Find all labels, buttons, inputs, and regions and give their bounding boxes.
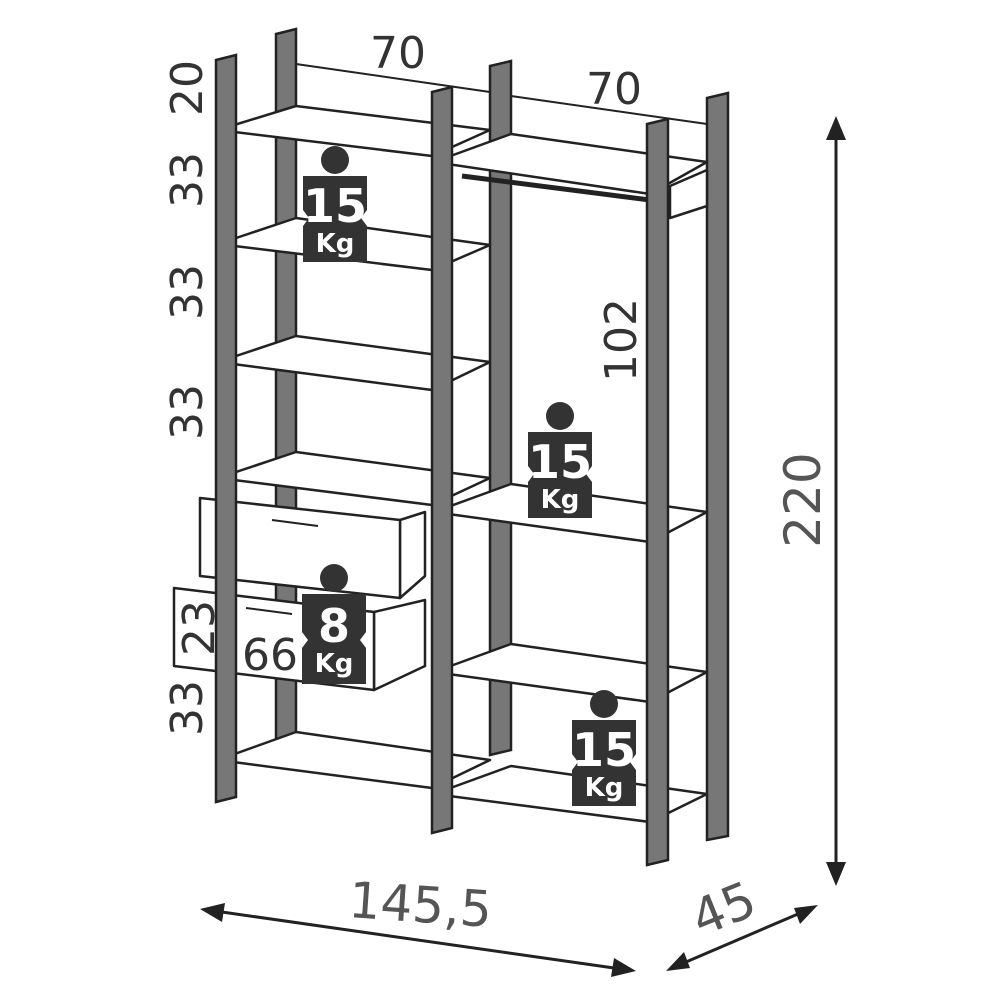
total-height-label: 220: [774, 452, 832, 547]
load-tag-4: 15 Kg: [572, 690, 636, 806]
top-width-right-label: 70: [586, 64, 642, 115]
left-height-2: 33: [162, 152, 213, 208]
drawer-lower-handle: [245, 607, 293, 615]
load-tag-1-unit: Kg: [316, 229, 355, 259]
drawer-lower-side: [372, 598, 427, 692]
total-width-arrow: [200, 903, 636, 977]
load-tag-3: 8 Kg: [302, 564, 366, 684]
side-panel-top: [668, 168, 709, 220]
top-width-left-label: 70: [370, 28, 426, 79]
top-rail-left: [295, 63, 491, 93]
drawer-upper-front: [198, 496, 402, 600]
drawer-height-label: 23: [174, 600, 225, 656]
right-shelves: [432, 132, 709, 824]
hanging-rail: [461, 173, 651, 203]
shelf-right-2: [432, 642, 709, 704]
load-tag-1: 15 Kg: [303, 146, 367, 262]
shelf-left-3: [216, 334, 492, 392]
back-middle-post: [488, 59, 513, 757]
shelf-right-3: [432, 764, 709, 824]
shelf-right-top: [432, 132, 709, 196]
shelf-left-1: [216, 104, 492, 158]
drawer-upper[interactable]: [198, 496, 427, 600]
load-tag-1-value: 15: [303, 179, 367, 233]
load-tag-3-value: 8: [318, 599, 350, 653]
load-tag-2: 15 Kg: [528, 402, 592, 518]
depth-label: 45: [683, 870, 764, 948]
hanging-height-label: 102: [596, 298, 647, 382]
left-height-1: 20: [162, 60, 213, 116]
load-tag-3-unit: Kg: [315, 649, 354, 679]
shelf-left-4: [216, 450, 492, 507]
left-height-3: 33: [162, 264, 213, 320]
front-right-post: [645, 117, 670, 867]
drawer-upper-side: [398, 510, 427, 600]
left-height-6: 33: [162, 680, 213, 736]
left-height-4: 33: [162, 384, 213, 440]
depth-arrow: [666, 905, 818, 971]
load-tag-2-unit: Kg: [541, 485, 580, 515]
top-rail-right: [510, 95, 708, 125]
back-right-post: [705, 91, 730, 842]
total-height-arrow: [826, 116, 846, 886]
total-width-label: 145,5: [347, 871, 494, 939]
front-middle-post: [430, 85, 454, 835]
load-tag-4-value: 15: [572, 723, 636, 777]
drawer-upper-handle: [271, 519, 319, 527]
load-tag-2-value: 15: [528, 435, 592, 489]
front-left-post: [214, 53, 238, 804]
shelf-left-5: [216, 730, 492, 790]
drawer-width-label: 66: [242, 630, 298, 681]
load-tag-4-unit: Kg: [585, 773, 624, 803]
